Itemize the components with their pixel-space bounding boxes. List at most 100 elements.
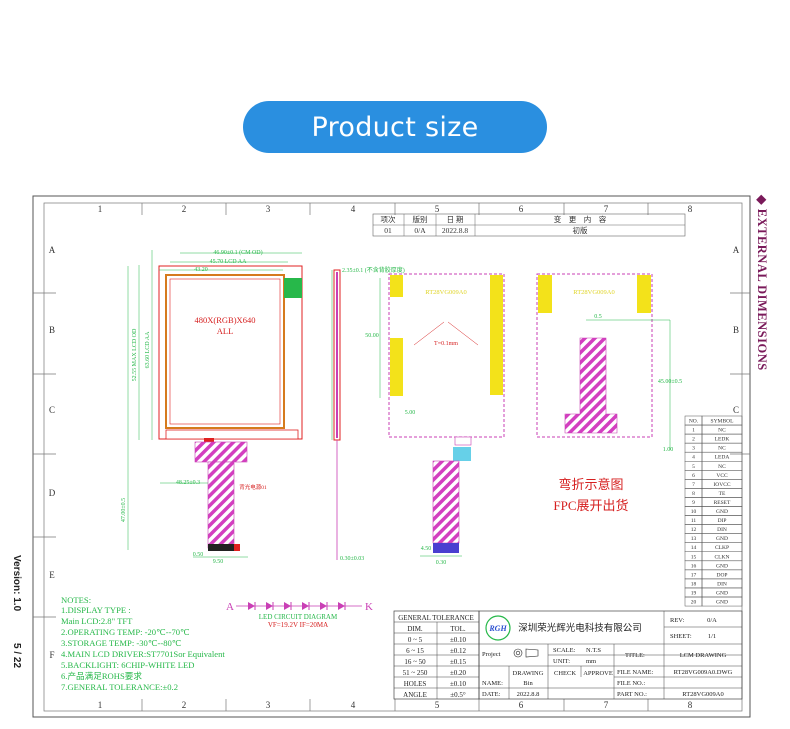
tol-cell: ANGLE — [403, 691, 427, 699]
row-label: A — [49, 245, 56, 255]
tol-cell: HOLES — [404, 680, 427, 688]
note-line: 7.GENERAL TOLERANCE:±0.2 — [61, 682, 178, 692]
part-no-label: PART NO.: — [617, 691, 647, 698]
check-label: CHECK — [554, 670, 576, 677]
pin-number: NO. — [689, 419, 699, 425]
row-label: F — [49, 650, 54, 660]
thickness-label: 2.35±0.1 (不含背胶厚度) — [342, 266, 405, 274]
fpc-tail — [207, 461, 235, 549]
row-label: E — [49, 570, 55, 580]
row-labels: A B C D E F A B C — [49, 245, 740, 660]
dim-label: 47.00±0.5 — [121, 498, 127, 522]
title-block: RGH 深圳荣光辉光电科技有限公司 REV: 0/A SHEET: 1/1 Pr… — [478, 610, 743, 700]
date-label: DATE: — [482, 691, 501, 698]
col-label: 7 — [604, 204, 609, 214]
row-label: A — [733, 245, 740, 255]
pin-symbol: NC — [718, 464, 726, 470]
dim-label: 9.50 — [213, 559, 224, 565]
part-no-value: RT28VG009A0 — [682, 691, 724, 698]
front-view: 480X(RGB)X640 ALL 46.90±0.1 (CM OD) 45.7… — [121, 249, 303, 565]
pin-number: 17 — [691, 572, 697, 578]
all-label: ALL — [217, 326, 234, 336]
back-view-1: RT28VG009A0 50.00 T=0.1mm 5.00 4.50 0.30 — [365, 273, 505, 566]
pin-symbol: SYMBOL — [711, 419, 735, 425]
pin-symbol: DIN — [717, 527, 727, 533]
pin-number: 4 — [692, 455, 695, 461]
product-size-banner: Product size — [243, 101, 547, 153]
rev-value: 0/A — [707, 617, 717, 624]
revision-table: 项次 版别 日 期 变 更 内 容 01 0/A 2022.8.8 初版 — [372, 213, 686, 237]
dim-label: 45.00±0.5 — [658, 379, 682, 385]
row-label: D — [49, 488, 56, 498]
led-diode-icon — [266, 602, 273, 610]
rev-header: 日 期 — [447, 215, 464, 224]
tol-cell: ±0.10 — [450, 636, 467, 644]
bend-note-line-2: FPC展开出货 — [553, 498, 628, 513]
tol-cell: ±0.15 — [450, 658, 467, 666]
sheet-value: 1/1 — [708, 633, 716, 640]
rev-cell: 01 — [384, 226, 392, 235]
pin-number: 3 — [692, 446, 695, 452]
col-label: 7 — [604, 700, 609, 710]
fpc-thickness-label: 0.30±0.03 — [340, 556, 364, 562]
pin-symbol: GND — [716, 563, 728, 569]
note-line: 4.MAIN LCD DRIVER:ST7701Sor Equivalent — [61, 649, 225, 659]
tol-header: DIM. — [407, 625, 423, 633]
column-labels: 1 2 3 4 5 6 7 8 1 2 3 4 5 6 7 8 — [98, 204, 693, 710]
fpc-tail — [432, 460, 460, 544]
tol-cell: ±0.12 — [450, 647, 467, 655]
row-label: C — [49, 405, 55, 415]
col-label: 8 — [688, 700, 693, 710]
scale-label: SCALE: — [553, 647, 576, 654]
pin-symbol: GND — [716, 509, 728, 515]
pin-number: 16 — [691, 563, 697, 569]
sheet-label: SHEET: — [670, 633, 692, 640]
part-code: RT28VG009A0 — [573, 289, 615, 296]
name-value: Bin — [523, 680, 533, 687]
pin-symbol: TE — [719, 491, 726, 497]
scale-value: N.T.S — [586, 647, 601, 654]
col-label: 1 — [98, 700, 103, 710]
pin-symbol: GND — [716, 600, 728, 606]
col-label: 3 — [266, 204, 271, 214]
dim-label: 0.30 — [436, 560, 447, 566]
active-area — [165, 274, 285, 429]
pin-symbol: RESET — [714, 500, 731, 506]
dim-label: 1.00 — [663, 447, 674, 453]
side-view: 2.35±0.1 (不含背胶厚度) 0.30±0.03 — [331, 266, 405, 562]
yellow-strip — [390, 338, 403, 396]
resolution-label: 480X(RGB)X640 — [195, 315, 256, 325]
tolerance-title: GENERAL TOLERANCE — [398, 614, 474, 622]
rev-header: 版别 — [413, 214, 428, 224]
projection-icon — [513, 648, 523, 658]
col-label: 1 — [98, 204, 103, 214]
col-label: 5 — [435, 700, 440, 710]
dim-label: 45.70 LCD AA — [210, 259, 248, 265]
note-line: 3.STORAGE TEMP: -30℃--80℃ — [61, 638, 182, 648]
row-label: B — [733, 325, 739, 335]
led-circuit-title: LED CIRCUIT DIAGRAM — [259, 613, 338, 621]
pin-symbol: NC — [718, 446, 726, 452]
led-diode-icon — [284, 602, 291, 610]
led-diode-icon — [248, 602, 255, 610]
banner-title: Product size — [311, 111, 479, 143]
note-line: 5.BACKLIGHT: 6CHIP-WHITE LED — [61, 660, 194, 670]
pin-number: 8 — [692, 491, 695, 497]
back-view-2: RT28VG009A0 0.5 45.00±0.5 1.00 — [536, 273, 682, 453]
pin-number: 20 — [691, 600, 697, 606]
rev-header: 变 更 内 容 — [554, 214, 607, 224]
rev-header: 项次 — [381, 214, 396, 224]
column-ticks — [141, 203, 649, 711]
pin-symbol: VCC — [716, 473, 728, 479]
fpc-fold — [564, 337, 618, 434]
col-label: 4 — [351, 204, 356, 214]
inner-area — [169, 278, 281, 425]
file-no-label: FILE NO.: — [617, 680, 645, 687]
dim-label: 52.55 MAX LCD OD — [132, 328, 138, 381]
name-label: NAME: — [482, 680, 503, 687]
note-line: Main LCD:2.8" TFT — [61, 616, 133, 626]
note-line: NOTES: — [61, 595, 91, 605]
pin-number: 13 — [691, 536, 697, 542]
pin-symbol: NC — [718, 428, 726, 434]
